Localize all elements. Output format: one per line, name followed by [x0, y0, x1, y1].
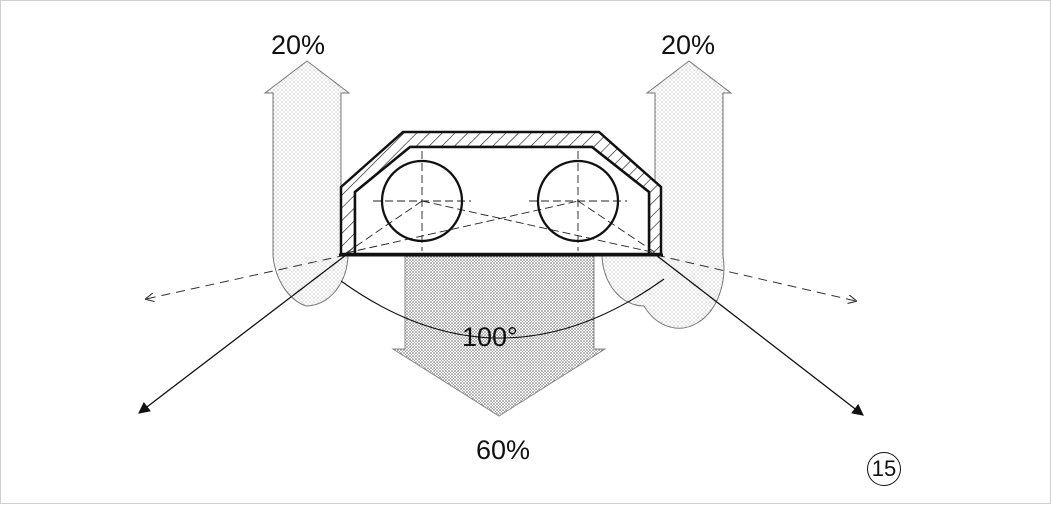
left-dashed-spread-line [146, 254, 347, 299]
light-fixture [339, 130, 663, 257]
left-upward-share-label: 20% [271, 30, 326, 60]
right-upward-flow-arrow [601, 60, 733, 329]
beam-angle-label: 100° [462, 322, 518, 352]
downward-flow-arrow [391, 255, 607, 417]
left-lamp-circle [380, 159, 464, 243]
left-beam-edge-line [138, 254, 347, 414]
right-beam-edge-line [655, 254, 864, 416]
right-upward-share-label: 20% [661, 30, 716, 60]
right-dashed-spread-line [655, 254, 856, 301]
downward-share-label: 60% [476, 435, 531, 465]
fixture-inner-body [353, 145, 651, 256]
figure-number-badge: 15 [867, 452, 901, 486]
right-lamp-circle [536, 159, 620, 243]
left-upward-flow-arrow [263, 60, 351, 307]
beam-angle-arc [340, 278, 665, 339]
